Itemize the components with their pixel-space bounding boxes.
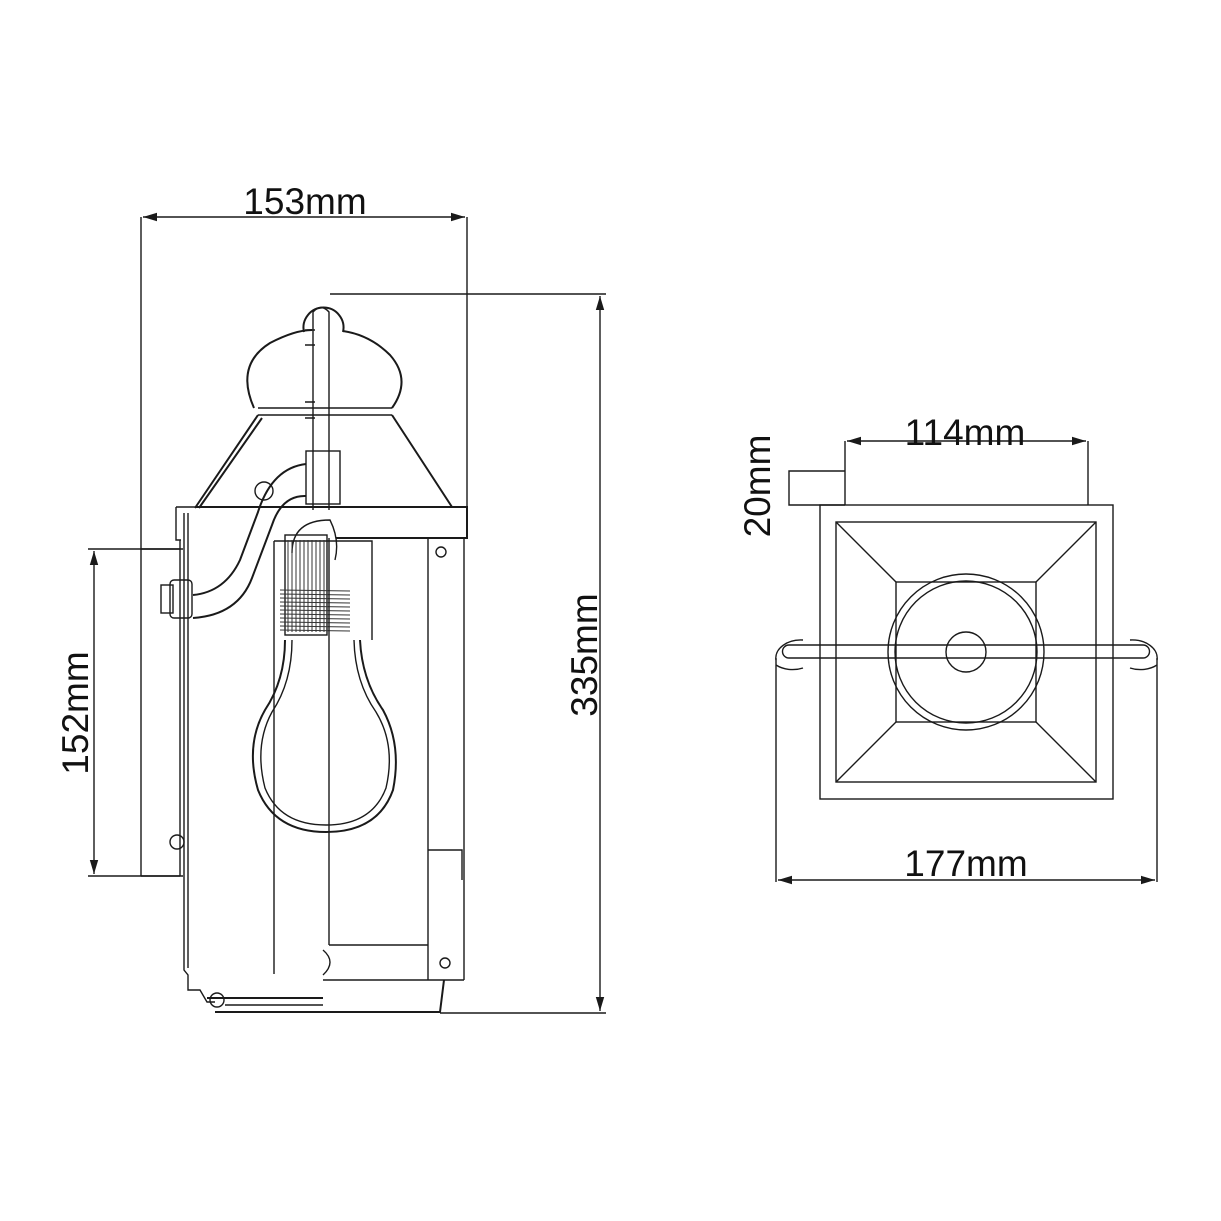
light-bulb [251, 639, 397, 834]
dome-inner-circle [894, 580, 1038, 724]
backplate-label: 152mm [55, 651, 96, 774]
socket-thread-line [279, 621, 351, 624]
width-label: 153mm [243, 181, 366, 222]
roof-ridges [835, 521, 1097, 783]
socket-frame [273, 519, 373, 974]
door-latch [322, 949, 331, 976]
lower-bolt [169, 834, 185, 850]
center-rod [312, 306, 330, 510]
finial-circle [945, 631, 987, 673]
frame-rivet-top [435, 546, 447, 558]
arm-joint [254, 481, 274, 501]
bar-end-rings [775, 639, 1158, 671]
arm-flange [169, 579, 193, 619]
socket-thread-line [279, 609, 351, 612]
side-view: 153mm 335mm 152mm [55, 181, 606, 1014]
base-plate [207, 979, 445, 1013]
socket-thread-line [279, 597, 351, 600]
dome [246, 329, 403, 409]
roof-square [835, 521, 1097, 783]
inner-square [895, 581, 1037, 723]
lantern-top [775, 504, 1158, 800]
hanging-bar [781, 644, 1151, 659]
top-depth-dimension-20: 20mm [737, 435, 845, 538]
top-frame [195, 506, 468, 539]
top-view: 114mm 20mm 177mm [737, 412, 1158, 885]
dome-outer-circle [887, 573, 1045, 731]
socket-thread-line [279, 625, 351, 628]
side-frame [323, 538, 465, 981]
outer-square [819, 504, 1114, 800]
finial-ring [302, 306, 345, 333]
frame-rivet-bottom [439, 957, 451, 969]
overall-width-dimension-177: 177mm [775, 658, 1158, 885]
overall-width-label: 177mm [904, 843, 1027, 884]
lantern-side [141, 306, 468, 1013]
height-label: 335mm [564, 593, 605, 716]
depth-bracket [788, 470, 845, 506]
socket-thread-line [279, 617, 351, 620]
back-bracket [175, 506, 215, 1003]
socket-thread-line [279, 629, 351, 632]
socket-thread-line [279, 601, 351, 604]
wall-plate [141, 540, 183, 877]
arm-pipe-upper [192, 463, 307, 596]
backplate-dimension-152: 152mm [55, 548, 180, 877]
socket-thread-line [279, 589, 351, 592]
dome-band [258, 407, 392, 416]
width-dimension-153: 153mm [140, 181, 468, 876]
cone-roof [194, 414, 453, 509]
socket-thread-line [279, 605, 351, 608]
top-width-label: 114mm [905, 412, 1026, 453]
socket-thread-line [279, 613, 351, 616]
base-screw [209, 992, 225, 1008]
arm-pipe-lower [192, 494, 307, 619]
socket-holder [305, 450, 341, 505]
top-width-dimension-114: 114mm [844, 412, 1089, 505]
socket-thread-line [279, 593, 351, 596]
top-depth-label: 20mm [737, 435, 778, 538]
height-dimension-335: 335mm [330, 293, 606, 1014]
lamp-socket [279, 534, 351, 636]
wall-nut [160, 584, 174, 614]
frame-detail [428, 849, 463, 880]
